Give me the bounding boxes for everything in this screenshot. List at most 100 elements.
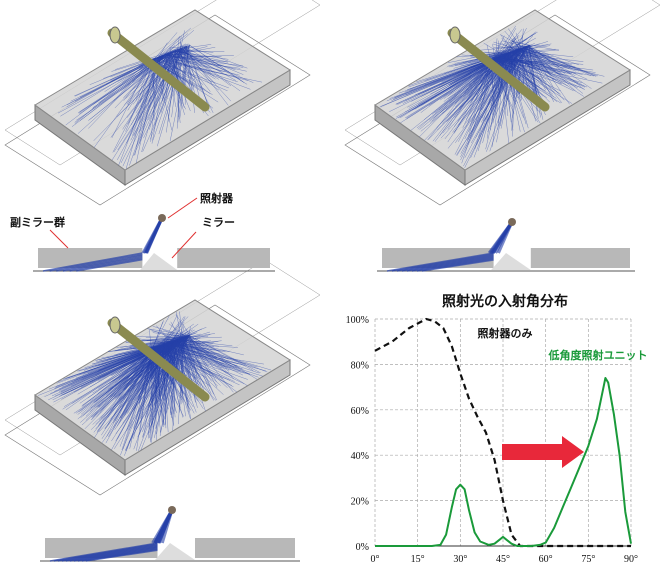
- label-sub-mirror-group: 副ミラー群: [10, 215, 65, 229]
- ray: [150, 344, 165, 418]
- ray: [82, 348, 153, 407]
- ray: [173, 51, 219, 80]
- ray: [454, 48, 520, 133]
- ray: [526, 46, 554, 103]
- ray: [517, 34, 524, 50]
- ray: [166, 30, 195, 54]
- ray-bundle: [411, 257, 494, 272]
- ray: [163, 43, 187, 56]
- ray: [138, 53, 168, 121]
- mirror-prism: [491, 253, 531, 270]
- ray: [114, 348, 155, 422]
- y-axis-ticks: 0%20%40%60%80%100%: [346, 315, 369, 553]
- mirror-prism: [155, 543, 195, 560]
- ray: [167, 53, 204, 86]
- ray: [156, 325, 171, 343]
- leader-line: [49, 229, 69, 249]
- ray: [402, 45, 529, 104]
- ray: [122, 49, 177, 167]
- ray: [152, 340, 222, 350]
- irradiator-head: [508, 218, 516, 226]
- ray: [434, 52, 511, 114]
- ray: [500, 38, 528, 57]
- ray: [126, 347, 158, 432]
- ray: [508, 52, 584, 62]
- ray: [136, 349, 153, 451]
- ray: [151, 330, 185, 338]
- ray: [185, 46, 248, 85]
- ray: [516, 49, 541, 101]
- ray: [184, 336, 209, 338]
- ray: [188, 44, 191, 46]
- ray-bundle: [62, 256, 143, 272]
- ray: [504, 50, 515, 92]
- ray: [157, 347, 239, 365]
- ray: [159, 42, 168, 57]
- irradiator-head: [168, 506, 176, 514]
- ray: [147, 328, 189, 336]
- ray: [515, 32, 522, 49]
- ray: [469, 46, 525, 115]
- legend-irradiator-only: 照射器のみ: [478, 326, 533, 340]
- ray: [180, 338, 212, 382]
- ray: [179, 333, 215, 340]
- ray: [171, 329, 180, 342]
- ray: [175, 50, 213, 83]
- ray-bundle: [391, 253, 494, 272]
- ray: [164, 323, 194, 345]
- ray: [496, 57, 540, 87]
- ray: [132, 50, 176, 105]
- ray: [454, 51, 513, 127]
- ray: [518, 49, 576, 76]
- chart-series: [374, 317, 632, 548]
- ray: [478, 50, 515, 138]
- mirror-block: [177, 248, 270, 268]
- ray: [494, 31, 538, 59]
- ray: [525, 46, 539, 119]
- ray-bundle: [42, 252, 143, 272]
- ray: [158, 43, 189, 58]
- ray: [187, 335, 234, 393]
- ray: [155, 55, 234, 59]
- ray: [158, 46, 187, 135]
- x-tick-label: 30°: [453, 554, 467, 565]
- ray: [177, 36, 180, 50]
- ray: [148, 328, 178, 341]
- lamp-end-cap: [109, 26, 121, 44]
- ray: [98, 349, 153, 427]
- ray: [187, 45, 248, 69]
- ray: [74, 59, 152, 124]
- y-tick-label: 80%: [351, 360, 369, 371]
- ray-bundle: [85, 549, 158, 562]
- irradiator-lamp: [107, 318, 210, 402]
- ray: [159, 45, 175, 57]
- ray: [177, 49, 211, 92]
- ray: [491, 37, 523, 60]
- irradiator-lamp: [447, 28, 550, 112]
- x-tick-label: 75°: [581, 554, 595, 565]
- x-tick-label: 60°: [539, 554, 553, 565]
- side-view-3: [40, 506, 300, 562]
- side-view-1: [33, 214, 275, 272]
- ray: [178, 329, 195, 340]
- ray-trace-irradiator-with-mirror: [344, 0, 660, 206]
- ray: [508, 28, 522, 49]
- ray: [147, 341, 174, 407]
- ray: [452, 50, 516, 133]
- ray: [179, 336, 222, 340]
- ray: [501, 43, 516, 51]
- ray: [521, 28, 524, 49]
- mirror-block: [195, 538, 295, 558]
- ray: [136, 56, 159, 163]
- ray: [174, 324, 199, 342]
- ray: [434, 55, 501, 142]
- ray: [158, 334, 191, 348]
- ray: [156, 347, 240, 386]
- ray: [475, 47, 523, 138]
- ray: [162, 321, 181, 346]
- ray-bundle: [421, 259, 494, 272]
- ray: [159, 56, 195, 80]
- ray: [453, 45, 529, 113]
- ray: [460, 49, 518, 158]
- ray: [100, 336, 187, 419]
